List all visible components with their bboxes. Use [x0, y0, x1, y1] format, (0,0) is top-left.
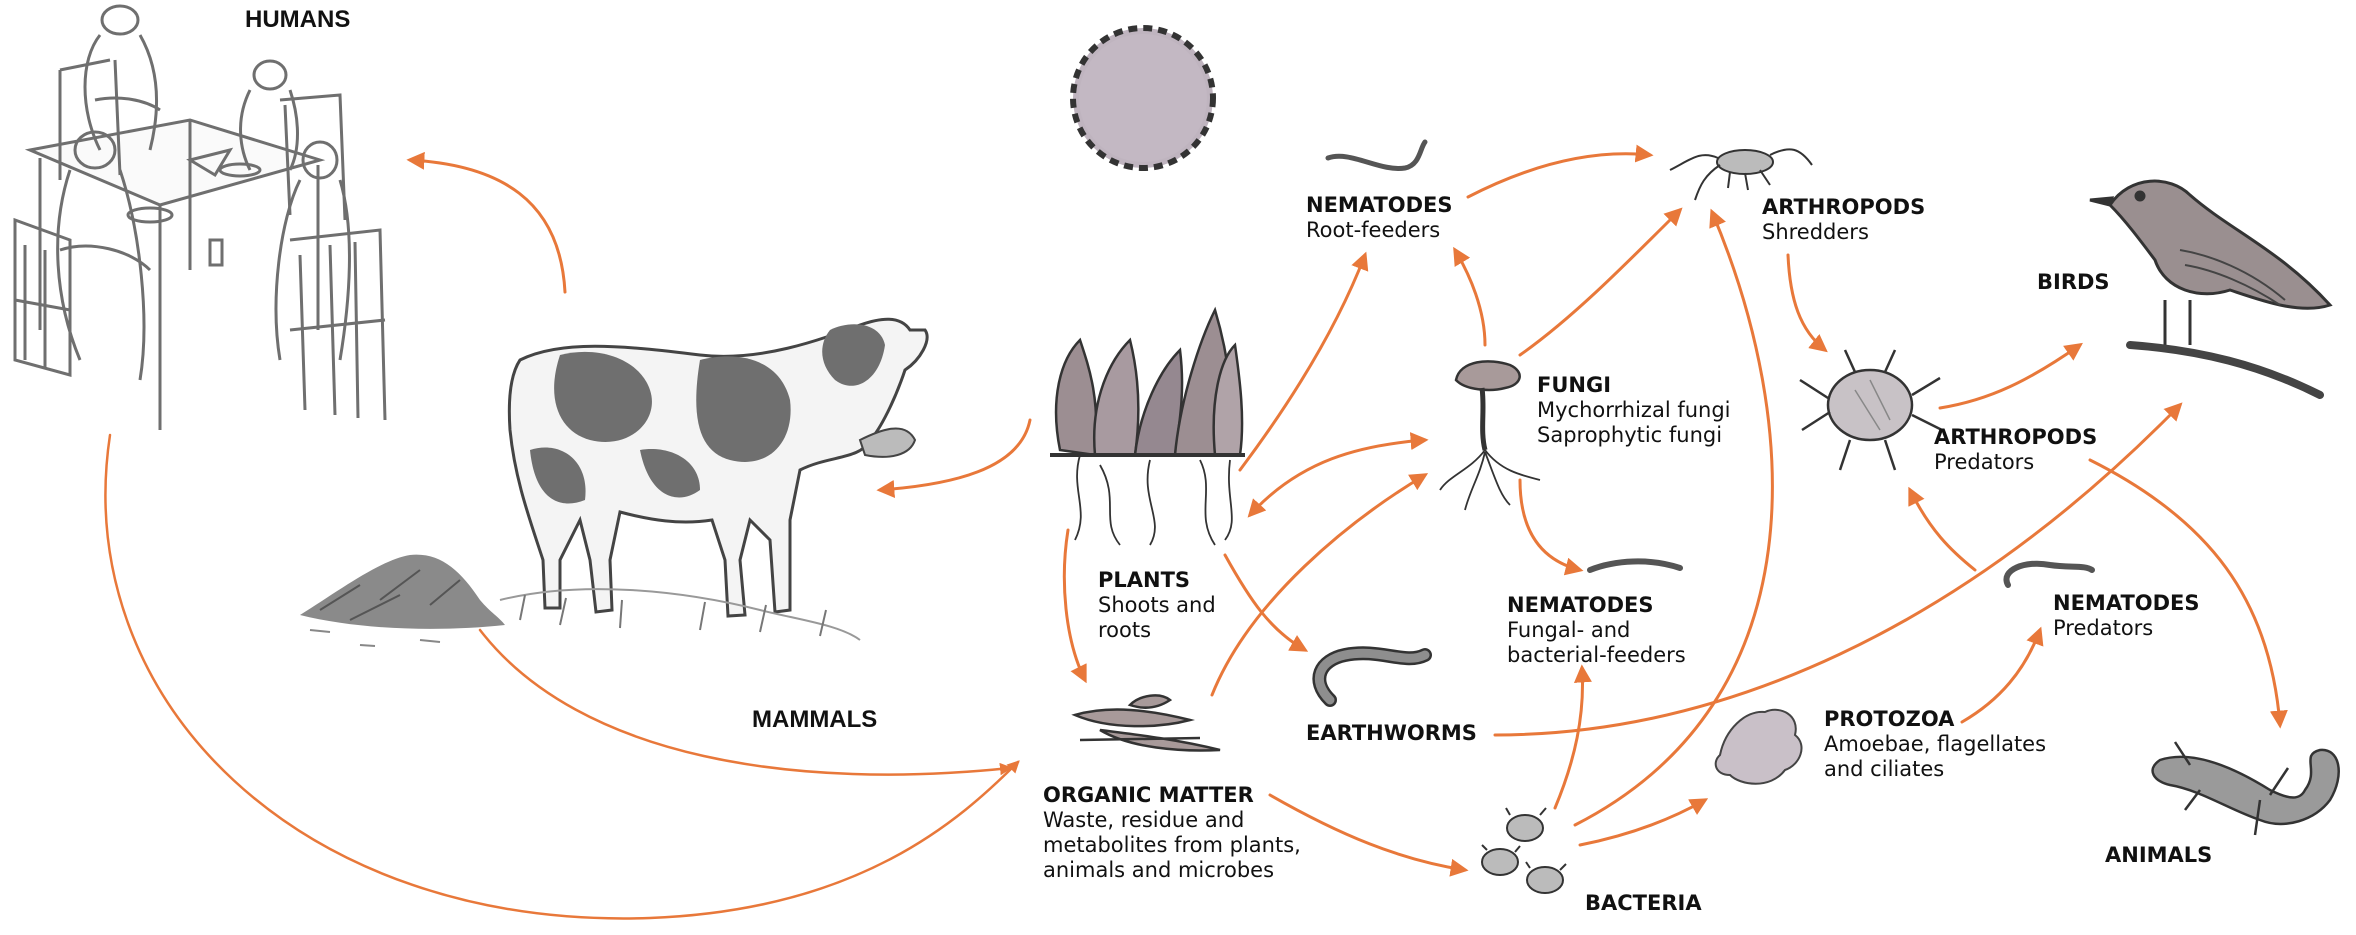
bacteria-title: BACTERIA [1585, 891, 1702, 916]
organic-title: ORGANIC MATTER [1043, 783, 1301, 808]
arrow-mite-to-birds [1940, 345, 2080, 408]
organic-line2: metabolites from plants, [1043, 833, 1301, 858]
animals-label: ANIMALS [2105, 843, 2212, 868]
arrow-plants-to-nematodes-root [1240, 255, 1365, 470]
nematode-icon [1590, 561, 1680, 570]
bacteria-label: BACTERIA [1585, 891, 1702, 916]
fungi-line1: Mychorrhizal fungi [1537, 398, 1731, 423]
plants-title: PLANTS [1098, 568, 1216, 593]
nematodes-fb-line2: bacterial-feeders [1507, 643, 1686, 668]
arthropods-shredders-sub: Shredders [1762, 220, 1925, 245]
arrow-bacteria-to-protozoa [1580, 800, 1705, 845]
arrow-fungi-to-nematodes-fb [1520, 480, 1580, 570]
humans-label: HUMANS [245, 6, 350, 34]
arthropods-predators-title: ARTHROPODS [1934, 425, 2097, 450]
plants-line2: roots [1098, 618, 1216, 643]
animals-title: ANIMALS [2105, 843, 2212, 868]
arthropods-shredders-title: ARTHROPODS [1762, 195, 1925, 220]
amoeba-icon [1716, 710, 1802, 784]
humans-dining-icon [15, 6, 385, 430]
protozoa-line2: and ciliates [1824, 757, 2046, 782]
arthropods-predators-label: ARTHROPODS Predators [1934, 425, 2097, 475]
earthworm-icon [1319, 653, 1425, 700]
arrow-mammals-to-humans [410, 160, 565, 292]
earthworms-title: EARTHWORMS [1306, 721, 1477, 746]
nematodes-predators-title: NEMATODES [2053, 591, 2200, 616]
protozoa-line1: Amoebae, flagellates [1824, 732, 2046, 757]
plants-line1: Shoots and [1098, 593, 1216, 618]
arrow-bacteria-to-nematodes-fb [1555, 668, 1583, 808]
mammals-label: MAMMALS [752, 706, 877, 734]
mite-icon [1800, 350, 1942, 470]
protozoa-label: PROTOZOA Amoebae, flagellates and ciliat… [1824, 707, 2046, 782]
fungi-label: FUNGI Mychorrhizal fungi Saprophytic fun… [1537, 373, 1731, 448]
lizard-icon [2153, 742, 2339, 835]
nematodes-predators-sub: Predators [2053, 616, 2200, 641]
nematodes-fungal-bacterial-label: NEMATODES Fungal- and bacterial-feeders [1507, 593, 1686, 668]
arrow-fungi-to-nematodes-root [1455, 250, 1485, 345]
arrow-plants-fungi-two-way [1250, 440, 1425, 515]
nematodes-predators-label: NEMATODES Predators [2053, 591, 2200, 641]
fungi-title: FUNGI [1537, 373, 1731, 398]
nematodes-root-sub: Root-feeders [1306, 218, 1453, 243]
fungi-line2: Saprophytic fungi [1537, 423, 1731, 448]
birds-title: BIRDS [2037, 270, 2110, 295]
nematode-predator-icon [2006, 564, 2092, 585]
mushroom-icon [1440, 361, 1540, 510]
plant-icon [1050, 310, 1245, 545]
bird-icon [2090, 181, 2330, 395]
nematodes-fb-title: NEMATODES [1507, 593, 1686, 618]
arrow-manure-to-organic [480, 630, 1010, 775]
organic-matter-icon [1075, 695, 1220, 750]
bacteria-icon [1482, 808, 1566, 893]
arrow-fungi-to-arthropod-shredder [1520, 210, 1680, 355]
organic-matter-label: ORGANIC MATTER Waste, residue and metabo… [1043, 783, 1301, 883]
nematodes-root-title: NEMATODES [1306, 193, 1453, 218]
nematodes-fb-line1: Fungal- and [1507, 618, 1686, 643]
organic-line3: animals and microbes [1043, 858, 1301, 883]
sun-icon [1073, 28, 1213, 168]
nematodes-root-feeders-label: NEMATODES Root-feeders [1306, 193, 1453, 243]
organic-line1: Waste, residue and [1043, 808, 1301, 833]
arthropod-shredder-icon [1670, 149, 1812, 200]
earthworms-label: EARTHWORMS [1306, 721, 1477, 746]
arrow-plants-to-organic [1064, 530, 1085, 680]
plants-label: PLANTS Shoots and roots [1098, 568, 1216, 643]
protozoa-title: PROTOZOA [1824, 707, 2046, 732]
birds-label: BIRDS [2037, 270, 2110, 295]
arthropods-shredders-label: ARTHROPODS Shredders [1762, 195, 1925, 245]
arrow-nematodes-root-to-shredder [1468, 154, 1650, 197]
arrow-shredder-to-mite [1788, 255, 1825, 350]
arrow-nematodes-pred-to-mite [1910, 490, 1975, 570]
root-nematode-icon [1328, 142, 1425, 168]
cow-icon [500, 319, 927, 640]
arthropods-predators-sub: Predators [1934, 450, 2097, 475]
arrow-plants-to-earthworms [1225, 555, 1305, 650]
manure-pile-icon [300, 555, 505, 646]
